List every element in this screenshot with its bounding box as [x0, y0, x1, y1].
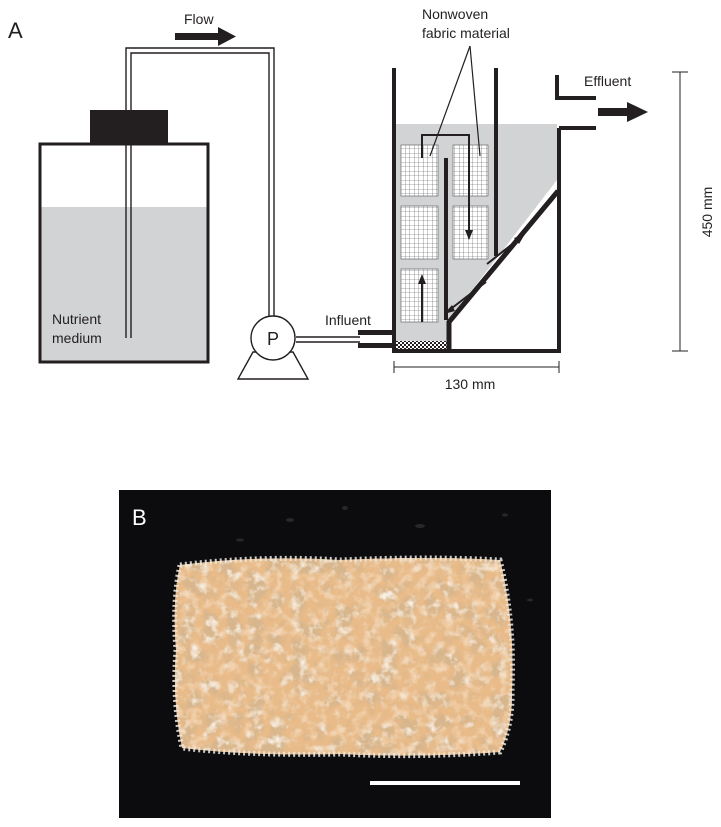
fabric-modules — [400, 144, 489, 323]
width-label: 130 mm — [445, 376, 496, 392]
effluent-label: Effluent — [584, 73, 631, 89]
influent-label: Influent — [325, 312, 371, 328]
nonwoven-label-line1: Nonwoven — [422, 6, 488, 22]
fabric-module — [400, 144, 439, 197]
nutrient-label-line1: Nutrient — [52, 311, 101, 327]
nutrient-bottle: Nutrient medium — [38, 110, 210, 364]
panel-b: B — [119, 490, 551, 818]
tube-inner — [130, 52, 270, 338]
height-dimension — [672, 71, 688, 352]
nutrient-label-line2: medium — [52, 330, 102, 346]
tube-outer — [125, 47, 275, 338]
fabric-module — [452, 144, 489, 197]
flow-label: Flow — [184, 11, 214, 27]
influent-pipe-top — [358, 330, 396, 335]
nonwoven-leaders — [429, 45, 481, 157]
fabric-sample — [172, 555, 515, 759]
nonwoven-label-line2: fabric material — [422, 25, 510, 41]
photo-reflections — [236, 506, 533, 602]
panel-a-label: A — [8, 18, 23, 43]
height-label: 450 mm — [699, 187, 715, 238]
flow-arrow: Flow — [175, 11, 236, 46]
pump: P — [236, 315, 310, 380]
baffle-left — [444, 158, 448, 320]
width-dimension — [393, 361, 560, 373]
circulation-arrows — [418, 134, 525, 322]
baffle-right — [494, 68, 498, 256]
diffuser — [396, 341, 448, 351]
reactor: Influent Effluent Nonwoven fabric materi… — [325, 6, 648, 353]
effluent-arrow-shaft — [598, 108, 630, 116]
scale-bar — [370, 781, 520, 785]
pump-body — [250, 315, 296, 361]
reactor-walls — [392, 68, 561, 353]
influent-pipe-bottom — [358, 343, 396, 348]
panel-a: A Nutrient medium Flow P — [8, 6, 715, 392]
settler-plate — [446, 189, 560, 351]
tubing — [125, 47, 360, 343]
fabric-module — [400, 205, 439, 260]
panel-b-label: B — [132, 505, 147, 530]
pump-label: P — [267, 329, 279, 349]
bottle-cap — [90, 110, 168, 144]
fabric-module — [400, 268, 439, 323]
effluent-pipe — [555, 75, 596, 100]
effluent-arrow-head — [627, 102, 648, 122]
nutrient-liquid — [40, 207, 208, 362]
